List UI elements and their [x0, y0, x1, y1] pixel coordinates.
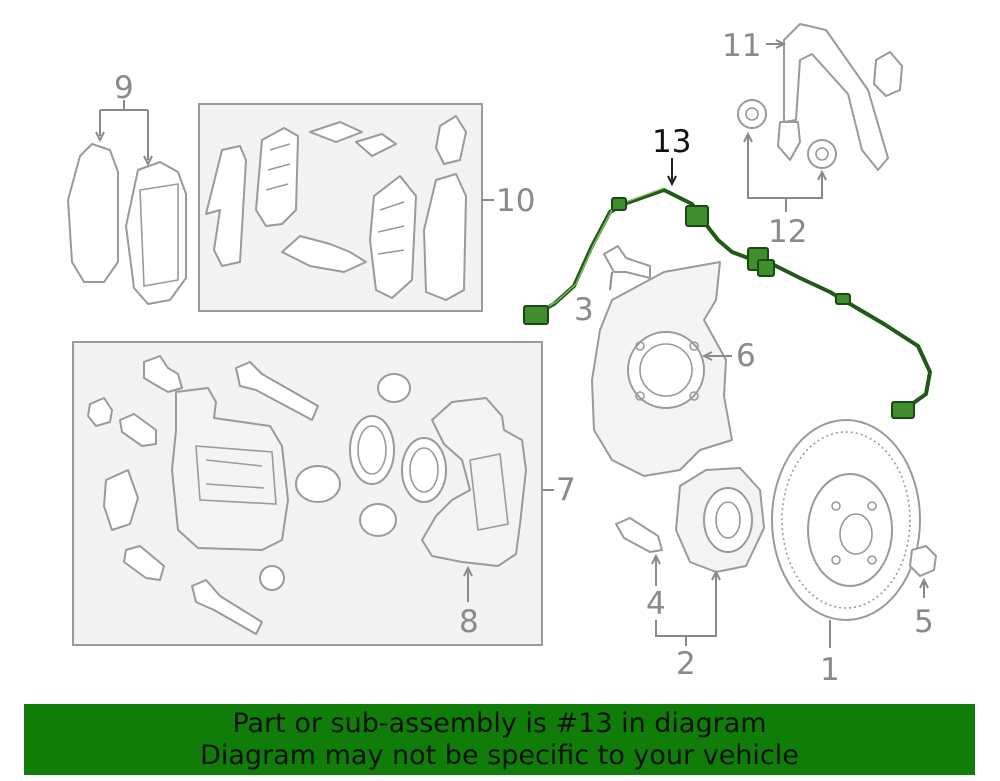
dust-shield — [591, 261, 733, 477]
label-9: 9 — [114, 70, 134, 106]
brake-pads — [67, 143, 187, 305]
caliper-parts — [87, 355, 527, 635]
label-1: 1 — [820, 652, 840, 688]
label-8: 8 — [459, 604, 479, 640]
label-2: 2 — [676, 646, 696, 682]
bolt-3 — [603, 245, 651, 279]
label-7: 7 — [556, 472, 576, 508]
label-6: 6 — [736, 338, 756, 374]
label-4: 4 — [646, 586, 666, 622]
label-12: 12 — [768, 214, 807, 250]
wheel-hub — [675, 467, 765, 573]
hub-bolt-4 — [615, 517, 663, 553]
notice-banner: Part or sub-assembly is #13 in diagram D… — [24, 704, 975, 775]
lug-nut — [909, 545, 937, 577]
label-5: 5 — [914, 604, 934, 640]
label-13: 13 — [652, 124, 691, 160]
pad-shims-group — [205, 115, 467, 301]
brake-rotor — [771, 419, 921, 621]
label-10: 10 — [496, 183, 535, 219]
brake-hose — [737, 23, 903, 171]
banner-line-2: Diagram may not be specific to your vehi… — [200, 740, 799, 771]
label-3: 3 — [574, 292, 594, 328]
banner-line-1: Part or sub-assembly is #13 in diagram — [232, 708, 767, 739]
label-11: 11 — [722, 28, 761, 64]
wheel-speed-sensor-harness — [523, 187, 932, 419]
